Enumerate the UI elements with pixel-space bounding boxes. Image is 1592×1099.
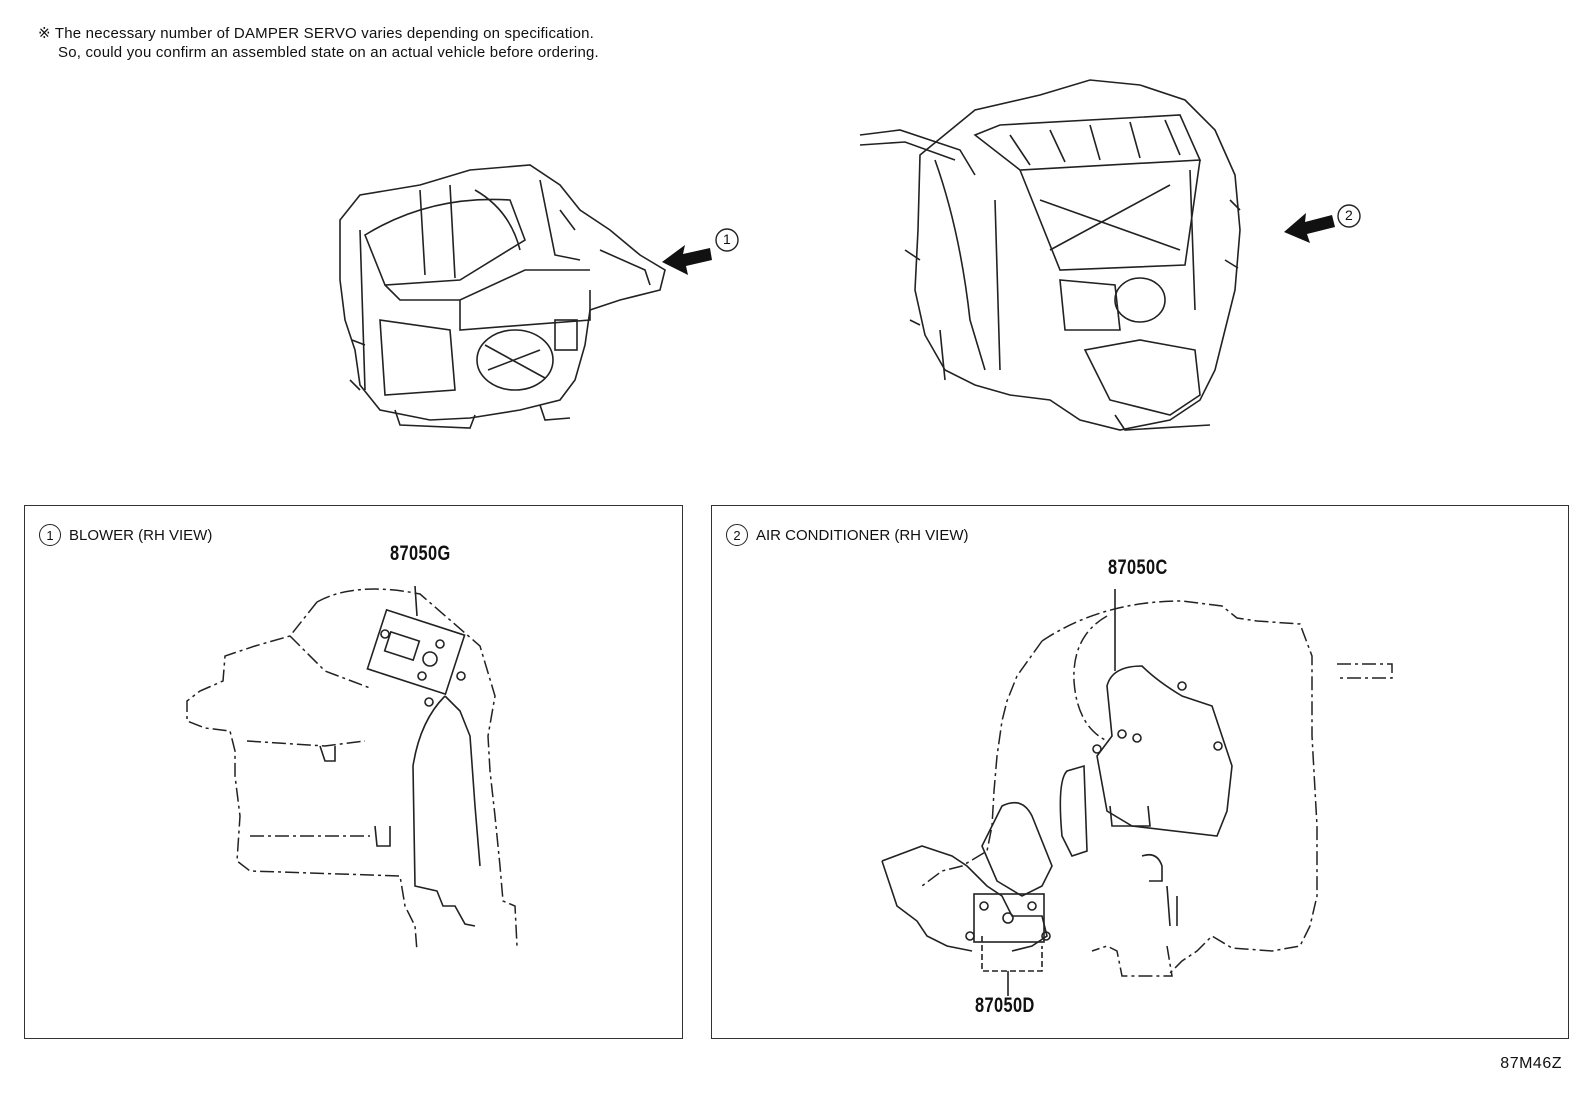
panel-2-number: 2	[726, 524, 748, 546]
part-label-87050c: 87050C	[1108, 556, 1168, 579]
diagram-reference-code: 87M46Z	[1500, 1055, 1562, 1072]
blower-detail-panel: 1 BLOWER (RH VIEW) 87050G	[24, 505, 683, 1039]
callout-2-label: 2	[1345, 207, 1353, 223]
arrow-2	[1284, 213, 1335, 243]
air-conditioner-line-drawing	[881, 589, 1393, 996]
spec-note: ※ The necessary number of DAMPER SERVO v…	[38, 24, 599, 62]
panel-1-title: 1 BLOWER (RH VIEW)	[39, 524, 212, 546]
air-conditioner-detail-panel: 2 AIR CONDITIONER (RH VIEW) 87050C 87050…	[711, 505, 1569, 1039]
callout-circles	[715, 204, 1361, 252]
panel-2-title-text: AIR CONDITIONER (RH VIEW)	[756, 526, 969, 544]
arrow-1	[662, 245, 712, 275]
blower-assembly-illustration	[339, 164, 666, 429]
air-conditioner-illustration	[859, 79, 1241, 431]
part-label-87050d: 87050D	[975, 994, 1035, 1017]
part-label-87050g: 87050G	[390, 542, 451, 565]
panel-1-number: 1	[39, 524, 61, 546]
panel-2-title: 2 AIR CONDITIONER (RH VIEW)	[726, 524, 969, 546]
panel-1-title-text: BLOWER (RH VIEW)	[69, 526, 213, 544]
callout-1-label: 1	[723, 231, 731, 247]
blower-line-drawing	[186, 585, 518, 952]
note-line-2: So, could you confirm an assembled state…	[58, 44, 599, 61]
assembly-illustrations	[339, 79, 1361, 431]
note-line-1: ※ The necessary number of DAMPER SERVO v…	[38, 25, 595, 42]
